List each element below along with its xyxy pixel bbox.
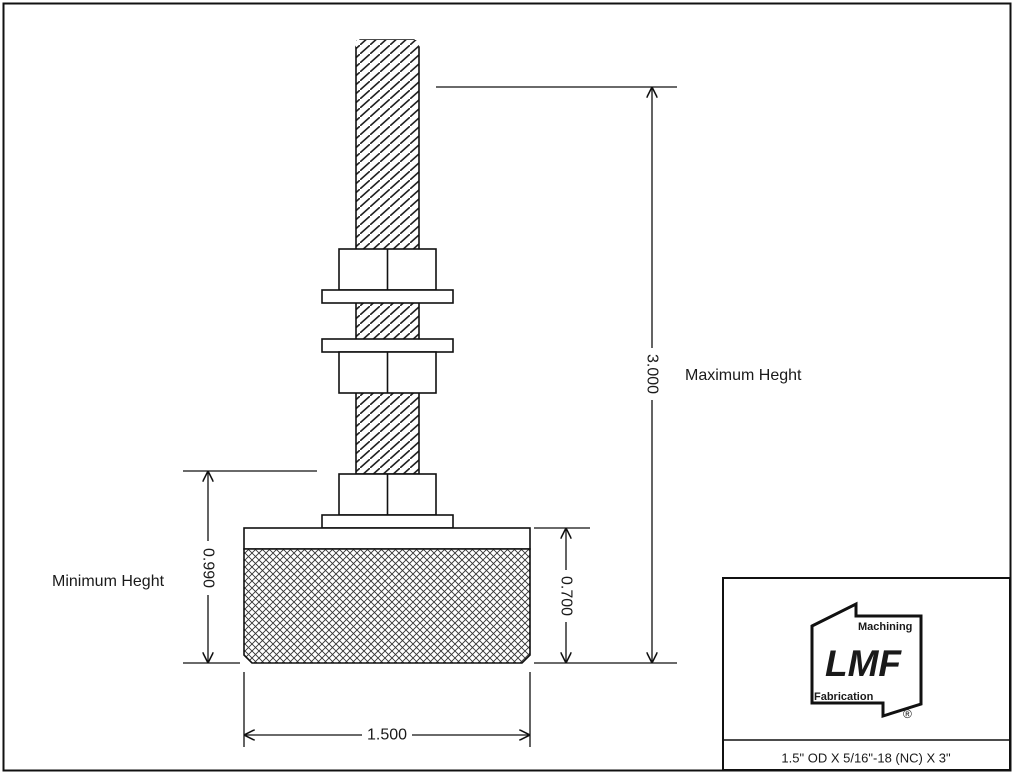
- middle-washer: [321, 338, 454, 353]
- company-logo: Machining LMF Fabrication ®: [810, 601, 923, 721]
- title-block: Machining LMF Fabrication ® 1.5" OD X 5/…: [722, 577, 1011, 771]
- dimension-pad-width-value: 1.500: [367, 727, 407, 744]
- middle-nut: [338, 351, 437, 394]
- label-maximum-height: Maximum Heght: [685, 367, 802, 384]
- dimension-max-height-value: 3.000: [644, 354, 661, 394]
- base-nut: [338, 473, 437, 516]
- dimension-max-height: 3.000: [644, 87, 661, 663]
- dimension-min-height: 0.990: [200, 471, 217, 663]
- dimension-pad-height: 0.700: [558, 528, 575, 663]
- logo-top-text: Machining: [858, 621, 912, 633]
- upper-nut: [338, 248, 437, 291]
- dimension-pad-height-value: 0.700: [558, 576, 575, 616]
- dimension-min-height-value: 0.990: [200, 548, 217, 588]
- base-washer: [321, 514, 454, 529]
- leveling-pad: [243, 527, 531, 664]
- dimension-pad-width: 1.500: [244, 727, 530, 744]
- registered-mark: ®: [903, 707, 912, 721]
- part-description: 1.5" OD X 5/16"-18 (NC) X 3": [781, 751, 951, 766]
- upper-washer: [321, 289, 454, 304]
- label-minimum-height: Minimum Heght: [52, 573, 165, 590]
- logo-main-text: LMF: [825, 643, 902, 684]
- logo-bottom-text: Fabrication: [814, 691, 874, 703]
